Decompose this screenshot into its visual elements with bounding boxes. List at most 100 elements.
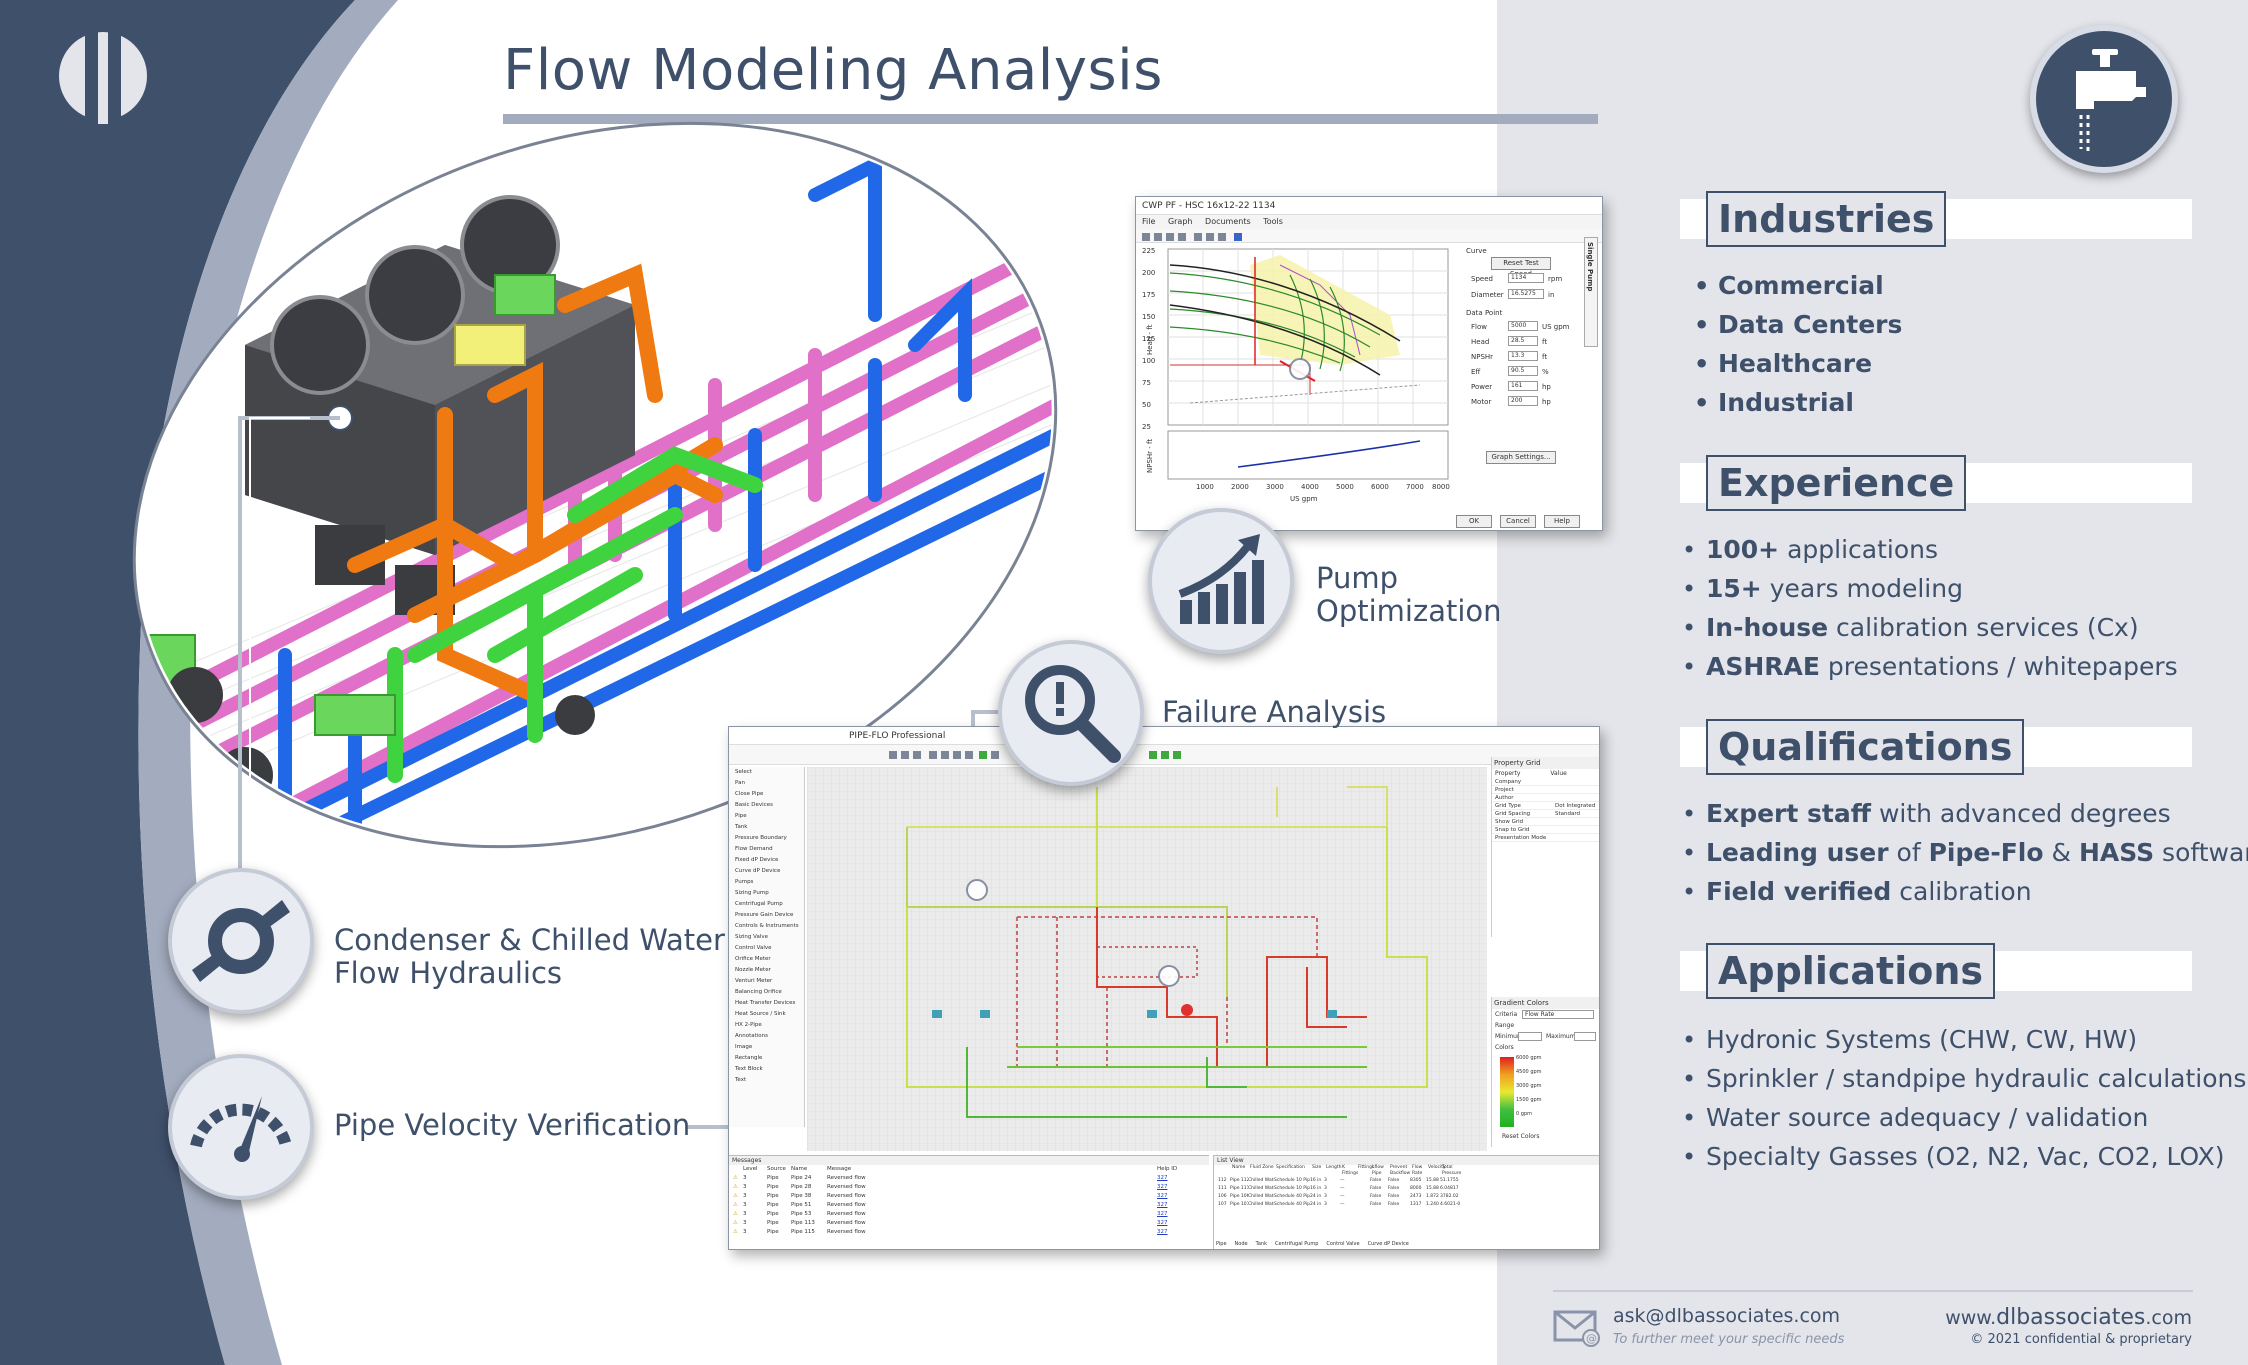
help-button[interactable]: Help — [1544, 515, 1580, 528]
toolbox-item[interactable]: Text Block — [735, 1066, 763, 1072]
speed-label: Speed — [1471, 275, 1493, 283]
xtick-7000: 7000 — [1406, 483, 1424, 491]
graph-settings-button[interactable]: Graph Settings... — [1486, 451, 1556, 464]
toolbox-item[interactable]: Pressure Gain Device — [735, 912, 794, 918]
ytick-125: 125 — [1142, 335, 1155, 343]
xtick-6000: 6000 — [1371, 483, 1389, 491]
toolbox-item[interactable]: Controls & Instruments — [735, 923, 799, 929]
range-label: Range — [1495, 1022, 1515, 1029]
list-tab[interactable]: Node — [1234, 1241, 1248, 1247]
toolbox-item[interactable]: Basic Devices — [735, 802, 773, 808]
toolbox-item[interactable]: Fixed dP Device — [735, 857, 779, 863]
toolbox-item[interactable]: Tank — [735, 824, 748, 830]
list-item: Data Centers — [1694, 310, 1902, 349]
diameter-unit: in — [1548, 291, 1555, 299]
toolbox-item[interactable]: Heat Source / Sink — [735, 1011, 786, 1017]
toolbox-item[interactable]: Rectangle — [735, 1055, 763, 1061]
toolbox-item[interactable]: Heat Transfer Devices — [735, 1000, 796, 1006]
menu-file[interactable]: File — [1142, 217, 1156, 226]
toolbox-item[interactable]: Select — [735, 769, 752, 775]
warning-icon: ⚠ — [733, 1175, 738, 1181]
toolbox-item[interactable]: Pipe — [735, 813, 747, 819]
toolbox-item[interactable]: Flow Demand — [735, 846, 773, 852]
single-pump-tab[interactable]: Single Pump — [1584, 237, 1598, 347]
toolbox-item[interactable]: Sizing Pump — [735, 890, 769, 896]
list-item: Sprinkler / standpipe hydraulic calculat… — [1682, 1064, 2246, 1103]
toolbox-item[interactable]: Pan — [735, 780, 745, 786]
property-row[interactable]: Project — [1492, 786, 1599, 794]
cancel-button[interactable]: Cancel — [1500, 515, 1536, 528]
applications-title: Applications — [1706, 943, 1995, 999]
failure-analysis-label: Failure Analysis — [1162, 695, 1387, 729]
contact-email-link[interactable]: ask@dlbassociates.com — [1613, 1305, 1841, 1327]
toolbox-item[interactable]: Annotations — [735, 1033, 769, 1039]
list-tab[interactable]: Centrifugal Pump — [1274, 1241, 1319, 1247]
toolbox-item[interactable]: Control Valve — [735, 945, 772, 951]
toolbox-item[interactable]: Nozzle Meter — [735, 967, 771, 973]
list-tab[interactable]: Tank — [1255, 1241, 1267, 1247]
property-row[interactable]: Snap to Grid — [1492, 826, 1599, 834]
gradient-value-label: 6000 gpm — [1516, 1055, 1542, 1061]
reset-test-speed-button[interactable]: Reset Test Speed — [1491, 257, 1551, 278]
list-tab[interactable]: Control Valve — [1326, 1241, 1360, 1247]
toolbox-item[interactable]: Balancing Orifice — [735, 989, 782, 995]
toolbox-item[interactable]: Pumps — [735, 879, 754, 885]
toolbox-item[interactable]: Text — [735, 1077, 747, 1083]
diameter-field[interactable]: 16.5275 — [1508, 289, 1544, 299]
toolbox-item[interactable]: Orifice Meter — [735, 956, 771, 962]
pump-optimization-label: Pump Optimization — [1316, 561, 1502, 628]
speed-field[interactable]: 1134 — [1508, 273, 1544, 283]
property-row[interactable]: Show Grid — [1492, 818, 1599, 826]
pump-curve-window[interactable]: CWP PF - HSC 16x12-22 1134 File Graph Do… — [1135, 196, 1603, 531]
speed-unit: rpm — [1548, 275, 1563, 283]
pump-optimization-icon — [1148, 508, 1294, 654]
toolbox-item[interactable]: Curve dP Device — [735, 868, 781, 874]
website-link[interactable]: www.dlbassociates.com — [1945, 1305, 2192, 1330]
industries-title: Industries — [1706, 191, 1947, 247]
menu-documents[interactable]: Documents — [1205, 217, 1251, 226]
maximum-field[interactable] — [1574, 1032, 1596, 1041]
list-tab[interactable]: Pipe — [1216, 1241, 1227, 1247]
property-row[interactable]: Presentation Mode — [1492, 834, 1599, 842]
toolbox-item[interactable]: Close Pipe — [735, 791, 764, 797]
list-item: Water source adequacy / validation — [1682, 1103, 2246, 1142]
ok-button[interactable]: OK — [1456, 515, 1492, 528]
ytick-200: 200 — [1142, 269, 1155, 277]
reset-colors-button[interactable]: Reset Colors — [1502, 1133, 1540, 1140]
property-row[interactable]: Author — [1492, 794, 1599, 802]
list-tab[interactable]: Curve dP Device — [1367, 1241, 1409, 1247]
toolbox-item[interactable]: Venturi Meter — [735, 978, 773, 984]
toolbox-item[interactable]: HX 2-Pipe — [735, 1022, 762, 1028]
toolbox-item[interactable]: Sizing Valve — [735, 934, 769, 940]
menu-tools[interactable]: Tools — [1263, 217, 1283, 226]
menu-graph[interactable]: Graph — [1167, 217, 1193, 226]
toolbox-item[interactable]: Centrifugal Pump — [735, 901, 783, 907]
page-title: Flow Modeling Analysis — [503, 38, 1163, 103]
condenser-hydraulics-label: Condenser & Chilled Water Flow Hydraulic… — [334, 923, 725, 990]
toolbox-item[interactable]: Image — [735, 1044, 753, 1050]
minimum-field[interactable] — [1518, 1032, 1542, 1041]
criteria-select[interactable]: Flow Rate — [1522, 1010, 1594, 1019]
xtick-1000: 1000 — [1196, 483, 1214, 491]
toolbox-item[interactable]: Pressure Boundary — [735, 835, 787, 841]
property-row[interactable]: Company — [1492, 778, 1599, 786]
